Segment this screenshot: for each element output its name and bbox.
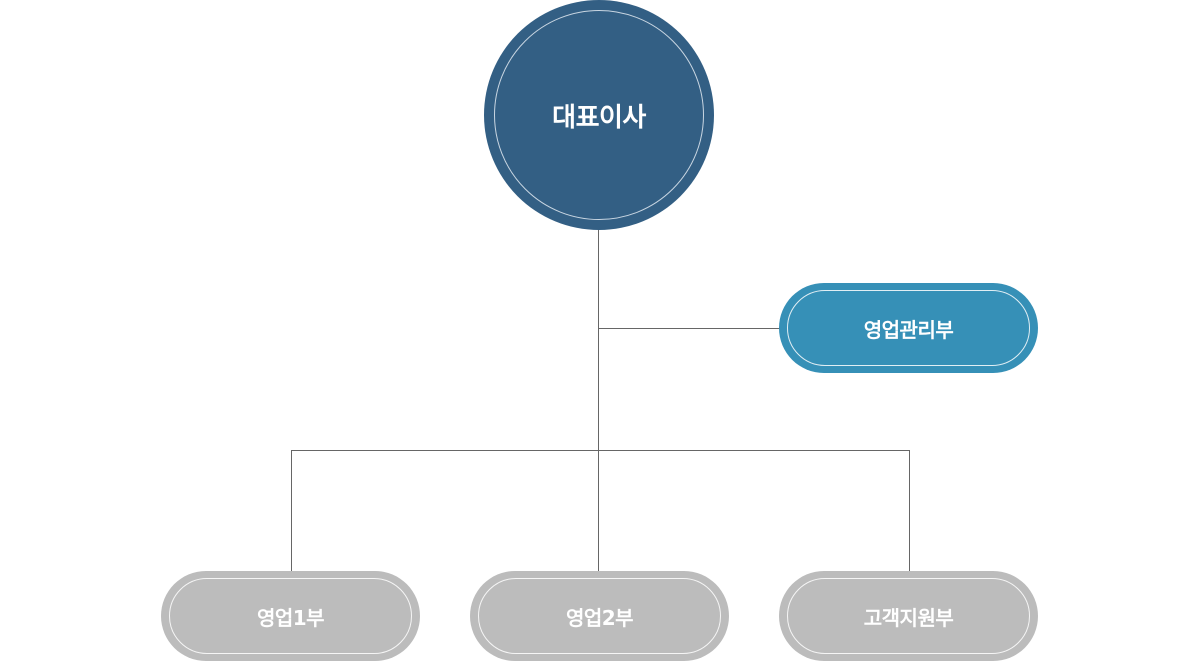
org-node-ceo-label: 대표이사 xyxy=(552,102,646,133)
org-node-ring: 영업2부 xyxy=(478,578,721,654)
connector-dept-3 xyxy=(909,450,910,571)
org-node-ring: 영업1부 xyxy=(169,578,412,654)
org-node-sales-1[interactable]: 영업1부 xyxy=(161,571,420,661)
org-node-label: 영업1부 xyxy=(256,605,325,630)
org-node-label: 영업2부 xyxy=(565,605,634,630)
connector-root-trunk xyxy=(598,229,599,571)
org-node-label: 고객지원부 xyxy=(863,605,954,630)
connector-staff-branch xyxy=(598,328,780,329)
org-node-sales-2[interactable]: 영업2부 xyxy=(470,571,729,661)
connector-departments-bar xyxy=(291,450,910,451)
org-node-sales-management[interactable]: 영업관리부 xyxy=(779,283,1038,373)
org-node-ring: 영업관리부 xyxy=(787,290,1030,366)
org-node-ceo-ring: 대표이사 xyxy=(494,10,704,220)
org-node-label: 영업관리부 xyxy=(863,317,954,342)
org-node-ceo[interactable]: 대표이사 xyxy=(484,0,714,230)
org-node-customer-support[interactable]: 고객지원부 xyxy=(779,571,1038,661)
connector-dept-1 xyxy=(291,450,292,571)
org-node-ring: 고객지원부 xyxy=(787,578,1030,654)
